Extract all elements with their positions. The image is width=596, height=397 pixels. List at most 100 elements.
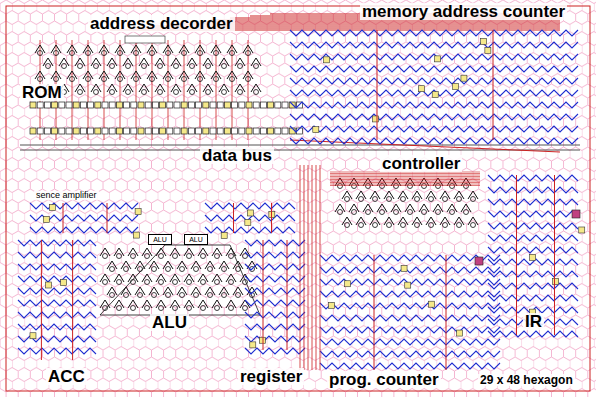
gate	[179, 45, 189, 53]
gate	[54, 51, 59, 56]
pad	[109, 102, 115, 108]
gate	[177, 287, 187, 295]
pad	[221, 233, 227, 239]
gate-wiring	[245, 336, 305, 342]
gate	[142, 90, 147, 95]
pad	[217, 102, 223, 108]
pad	[429, 301, 435, 307]
pad	[282, 102, 288, 108]
gate	[159, 306, 164, 311]
gate	[457, 197, 462, 202]
gate-wiring	[18, 276, 96, 282]
gate	[238, 64, 243, 69]
wire	[233, 203, 234, 233]
pad	[52, 102, 58, 108]
gate	[429, 223, 434, 228]
region-label: controller	[380, 155, 462, 172]
wire	[88, 40, 89, 140]
gate	[121, 261, 131, 269]
gate	[211, 45, 221, 53]
pad	[37, 128, 43, 134]
gate-wiring	[488, 295, 578, 301]
gate	[46, 64, 51, 69]
gate	[212, 300, 222, 308]
gate-wiring	[320, 291, 500, 297]
gate	[107, 261, 117, 269]
gate	[91, 58, 101, 66]
gate	[419, 204, 429, 212]
gate-wiring	[290, 102, 578, 108]
pad	[329, 302, 335, 308]
gate	[246, 77, 251, 82]
wire	[232, 40, 233, 140]
gate	[227, 45, 237, 53]
gate-wiring	[290, 114, 578, 120]
gate	[208, 267, 213, 272]
pad	[275, 128, 281, 134]
wire	[168, 40, 169, 140]
gate	[123, 84, 133, 92]
gate	[342, 191, 352, 199]
gate	[450, 210, 455, 215]
gate	[345, 197, 350, 202]
wire	[304, 165, 305, 370]
gate	[184, 274, 194, 282]
gate	[219, 261, 229, 269]
pad	[210, 128, 216, 134]
gate	[235, 58, 245, 66]
gate	[126, 90, 131, 95]
gate	[124, 293, 129, 298]
wire	[200, 40, 201, 140]
gate	[398, 217, 408, 225]
pad	[135, 209, 141, 215]
pad	[30, 102, 36, 108]
gate	[75, 84, 85, 92]
gate-wiring	[18, 288, 96, 294]
gate	[436, 210, 441, 215]
pad	[401, 265, 407, 271]
gate-wiring	[320, 255, 500, 261]
pad	[59, 128, 65, 134]
gate	[118, 51, 123, 56]
gate	[159, 280, 164, 285]
pad	[37, 102, 43, 108]
gate	[184, 248, 194, 256]
wire	[63, 203, 64, 233]
gate-wiring	[488, 187, 578, 193]
gate	[166, 267, 171, 272]
pad	[275, 102, 281, 108]
gate	[206, 90, 211, 95]
gate	[139, 58, 149, 66]
gate	[203, 58, 213, 66]
gate	[180, 267, 185, 272]
pad	[232, 128, 238, 134]
wire	[263, 240, 264, 350]
gate	[102, 51, 107, 56]
gate	[110, 267, 115, 272]
pad	[268, 128, 274, 134]
gate	[179, 71, 189, 79]
gate	[461, 204, 471, 212]
region-label: IR	[523, 313, 544, 330]
gate	[131, 71, 141, 79]
gate	[145, 254, 150, 259]
gate-wiring	[320, 303, 500, 309]
gate	[128, 248, 138, 256]
region-label: 29 x 48 hexagon	[478, 374, 575, 386]
gate	[103, 280, 108, 285]
gate	[173, 280, 178, 285]
gate	[219, 287, 229, 295]
gate	[94, 64, 99, 69]
pad	[203, 128, 209, 134]
pad	[239, 128, 245, 134]
gate-wiring	[488, 271, 578, 277]
gate	[147, 71, 157, 79]
pad	[152, 128, 158, 134]
gate	[422, 210, 427, 215]
pad	[181, 102, 187, 108]
gate	[206, 64, 211, 69]
gate	[110, 64, 115, 69]
pad	[245, 220, 251, 226]
pad	[45, 282, 51, 288]
region-label: prog. counter	[327, 371, 441, 388]
